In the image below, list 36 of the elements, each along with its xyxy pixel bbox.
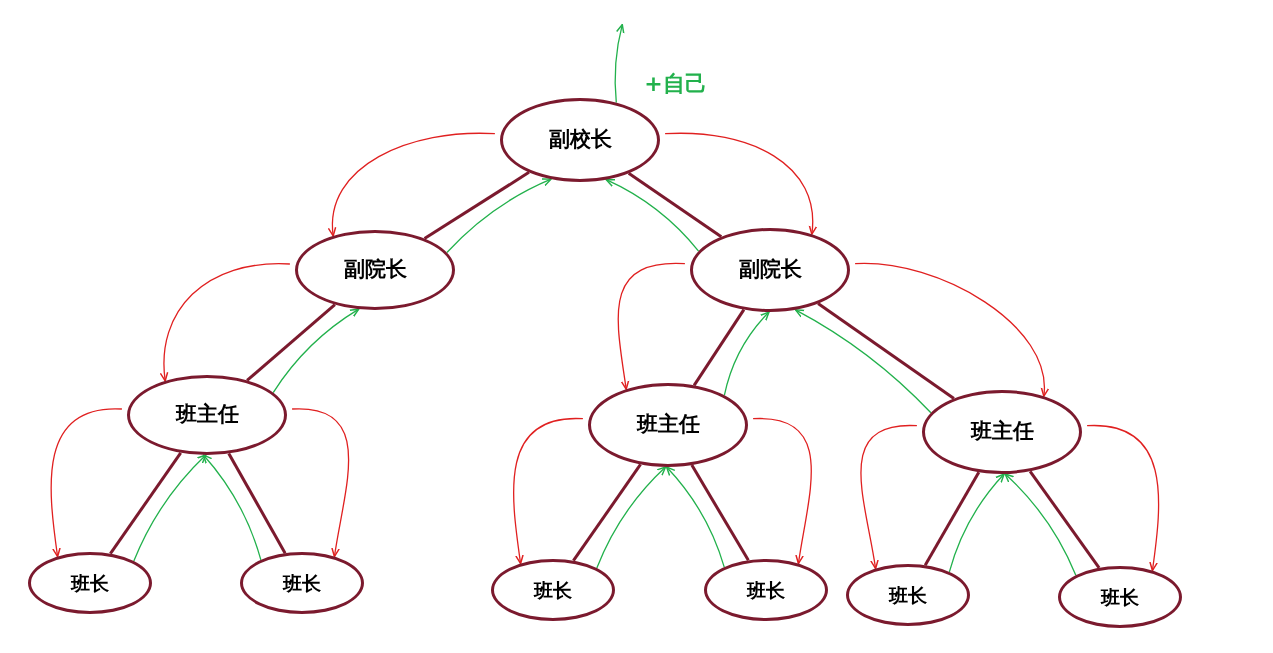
node-label: 班长 — [283, 570, 321, 596]
node-label: 班长 — [747, 577, 785, 603]
arrow — [723, 311, 770, 396]
arrow — [752, 418, 812, 565]
node-label: 副校长 — [548, 126, 612, 154]
arrow — [596, 466, 667, 569]
node-label: 班长 — [889, 582, 927, 608]
node-label: 班主任 — [636, 411, 700, 439]
node-label: 班长 — [1101, 584, 1139, 610]
node-label: 班长 — [71, 570, 109, 596]
connector-line — [423, 171, 530, 240]
arrow — [272, 308, 360, 394]
arrow — [160, 263, 291, 382]
arrow — [860, 425, 918, 570]
arrow — [617, 263, 686, 390]
arrow — [854, 263, 1049, 397]
arrow — [948, 473, 1005, 573]
node-label: 副院长 — [738, 256, 802, 284]
node-label: 班主任 — [175, 401, 239, 429]
arrow — [202, 454, 262, 561]
node-label: 班长 — [534, 577, 572, 603]
arrow — [1004, 473, 1077, 576]
connector-line — [627, 172, 723, 238]
arrow — [614, 23, 625, 104]
connector-line — [817, 302, 955, 400]
arrow — [1086, 425, 1160, 572]
node-label: 班主任 — [970, 418, 1034, 446]
arrow — [133, 454, 207, 562]
arrow — [291, 408, 350, 558]
arrow — [328, 132, 496, 237]
connector-line — [246, 303, 336, 382]
arrow — [50, 408, 123, 558]
arrow — [665, 466, 725, 568]
arrow — [664, 132, 817, 235]
node-label: 副院长 — [343, 256, 407, 284]
arrow — [513, 418, 584, 565]
